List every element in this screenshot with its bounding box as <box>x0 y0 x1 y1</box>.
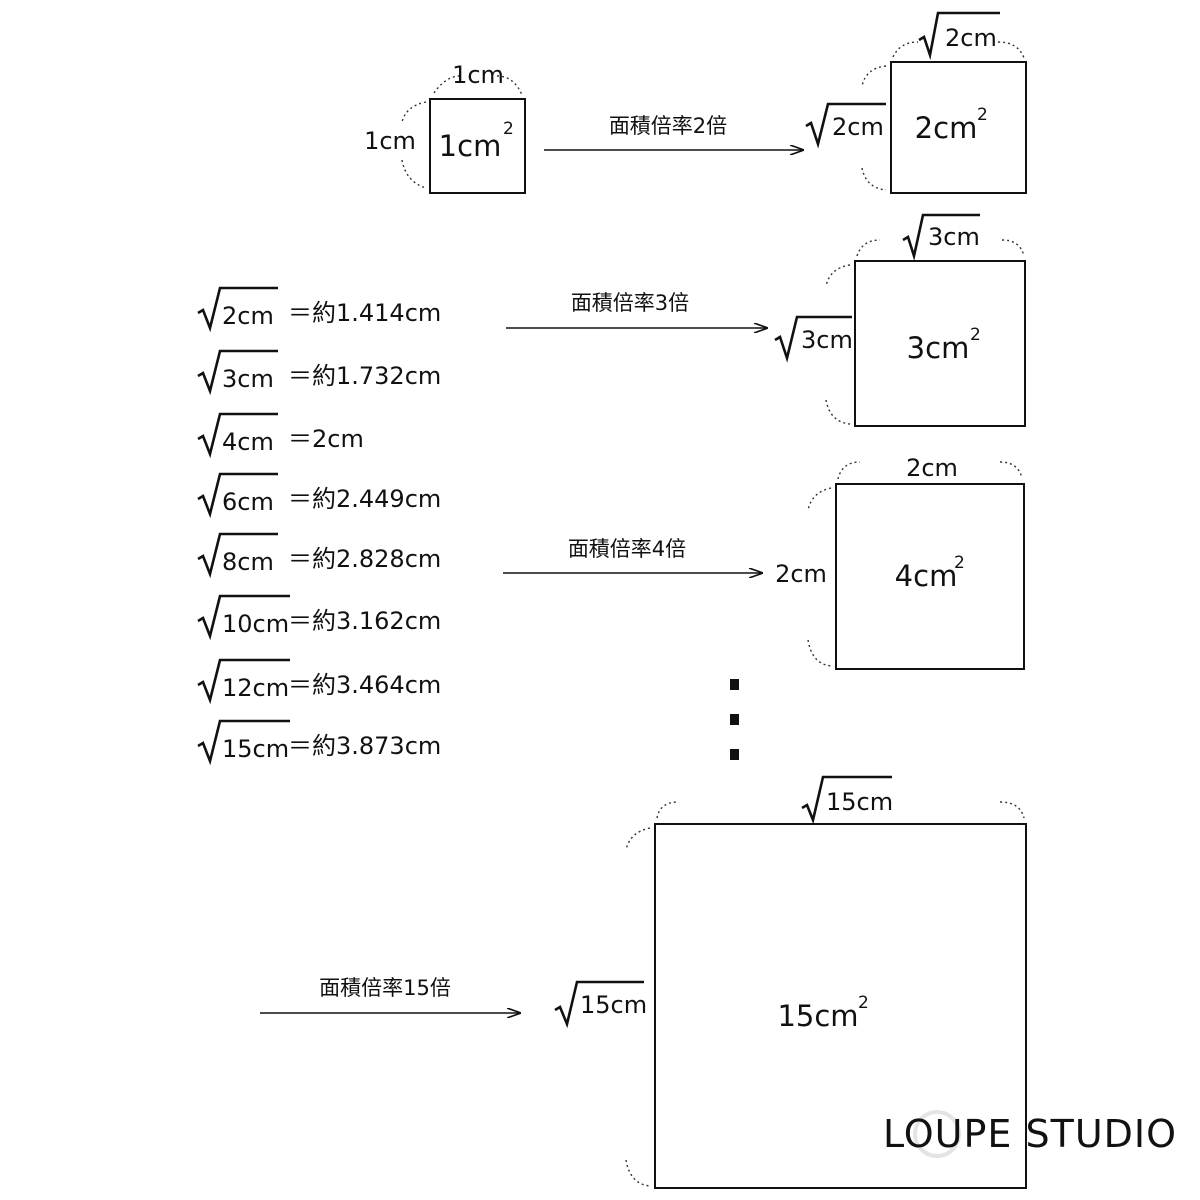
sqrt-approx-value: ＝約1.414cm <box>288 299 441 327</box>
sqrt-equation-row: 8cm ＝約2.828cm <box>197 532 441 579</box>
sqrt-approx-value: ＝約2.828cm <box>288 545 441 573</box>
sqrt-radicand: 4cm <box>222 428 274 456</box>
square-15cm-top-label: 15cm <box>826 788 893 816</box>
vertical-ellipsis-icon <box>730 679 739 760</box>
radical-sign-icon <box>197 412 278 459</box>
top-dim-curve <box>892 41 1025 59</box>
top-dim-curve <box>837 461 1023 480</box>
square-4cm-group: 2cm 2cm 4cm 2 <box>775 454 1025 670</box>
watermark-logo: LOUPE STUDIO <box>883 1110 1177 1158</box>
square-3cm-area: 3cm <box>907 331 970 365</box>
square-2cm-area: 2cm <box>915 111 978 145</box>
sqrt-radicand: 8cm <box>222 548 274 576</box>
left-dim-curve <box>401 101 427 189</box>
square-4cm-left-label: 2cm <box>775 560 827 588</box>
radical-sign-icon <box>197 532 278 579</box>
arrow-4x-group: 面積倍率4倍 <box>503 537 762 573</box>
square-2cm <box>890 61 1027 194</box>
watermark-text: LOUPE STUDIO <box>883 1112 1177 1156</box>
sqrt-approx-value: ＝約3.162cm <box>288 607 441 635</box>
radical-sign-icon <box>554 980 644 1029</box>
square-3cm-top-label: 3cm <box>928 223 980 251</box>
sqrt-equation-row: 10cm＝約3.162cm <box>197 594 441 641</box>
left-dim-curve <box>861 65 887 191</box>
arrow-3x-label: 面積倍率3倍 <box>571 291 689 315</box>
sqrt-radicand: 6cm <box>222 488 274 516</box>
square-1cm-top-label: 1cm <box>452 61 504 89</box>
square-1cm-area-exponent: 2 <box>503 119 514 139</box>
square-2cm-left-label: 2cm <box>832 113 884 141</box>
square-3cm <box>854 260 1026 427</box>
sqrt-radicand: 10cm <box>222 610 289 638</box>
radical-sign-icon <box>197 472 278 519</box>
sqrt-equation-row: 12cm＝約3.464cm <box>197 658 441 705</box>
top-dim-curve <box>656 801 1025 819</box>
sqrt-approx-value: ＝約1.732cm <box>288 362 441 390</box>
watermark-circle-icon <box>913 1110 961 1158</box>
sqrt-equation-row: 3cm ＝約1.732cm <box>197 349 441 396</box>
sqrt-approx-value: ＝約3.873cm <box>288 732 441 760</box>
square-4cm-area: 4cm <box>895 559 958 593</box>
sqrt-equation-row: 2cm ＝約1.414cm <box>197 286 441 333</box>
square-1cm <box>429 98 526 194</box>
square-3cm-area-exponent: 2 <box>970 325 981 345</box>
sqrt-approx-value: ＝約2.449cm <box>288 485 441 513</box>
sqrt-radicand: 12cm <box>222 674 289 702</box>
arrow-2x-group: 面積倍率2倍 <box>544 114 803 150</box>
sqrt-approx-value: ＝2cm <box>288 425 364 453</box>
arrow-2x-label: 面積倍率2倍 <box>609 114 727 138</box>
ellipsis-dot <box>730 679 739 690</box>
square-15cm <box>654 823 1027 1189</box>
arrow-15x-group: 面積倍率15倍 <box>260 976 520 1013</box>
ellipsis-dot <box>730 749 739 760</box>
square-4cm-area-exponent: 2 <box>954 553 965 573</box>
sqrt-approx-value: ＝約3.464cm <box>288 671 441 699</box>
square-3cm-left-label: 3cm <box>801 326 853 354</box>
square-15cm-area-exponent: 2 <box>858 993 869 1013</box>
sqrt-equation-row: 15cm＝約3.873cm <box>197 719 441 766</box>
arrow-15x-label: 面積倍率15倍 <box>319 976 451 1000</box>
radical-sign-icon <box>197 594 290 641</box>
sqrt-radicand: 3cm <box>222 365 274 393</box>
radical-sign-icon <box>902 213 980 262</box>
square-2cm-top-label: 2cm <box>945 24 997 52</box>
top-dim-curve <box>856 239 1025 257</box>
sqrt-radicand: 2cm <box>222 302 274 330</box>
radical-sign-icon <box>774 315 852 363</box>
square-3cm-group: 3cm 3cm 3cm 2 <box>774 213 1026 427</box>
square-15cm-group: 15cm 15cm 15cm 2 <box>554 775 1027 1189</box>
square-4cm <box>835 483 1025 670</box>
radical-sign-icon <box>801 775 892 825</box>
square-15cm-area: 15cm <box>777 999 858 1033</box>
sqrt-equation-list: 2cm ＝約1.414cm 3cm ＝約1.732cm 4cm ＝2cm 6cm ＝約2.44… <box>197 286 441 766</box>
square-2cm-group: 2cm 2cm 2cm 2 <box>805 11 1027 194</box>
top-dim-curve <box>433 75 523 96</box>
square-1cm-group: 1cm 1cm 1cm 2 <box>364 61 526 194</box>
square-1cm-left-label: 1cm <box>364 127 416 155</box>
radical-sign-icon <box>197 349 278 396</box>
radical-sign-icon <box>805 102 886 149</box>
radical-sign-icon <box>197 719 290 766</box>
radical-sign-icon <box>197 658 290 705</box>
left-dim-curve <box>625 827 651 1187</box>
left-dim-curve <box>825 264 851 425</box>
square-15cm-left-label: 15cm <box>580 991 647 1019</box>
arrow-4x-label: 面積倍率4倍 <box>568 537 686 561</box>
radical-sign-icon <box>918 11 1000 61</box>
square-4cm-top-label: 2cm <box>906 454 958 482</box>
sqrt-radicand: 15cm <box>222 735 289 763</box>
sqrt-equation-row: 6cm ＝約2.449cm <box>197 472 441 519</box>
sqrt-equation-row: 4cm ＝2cm <box>197 412 364 459</box>
square-2cm-area-exponent: 2 <box>977 105 988 125</box>
arrow-3x-group: 面積倍率3倍 <box>506 291 767 328</box>
square-1cm-area: 1cm <box>439 129 502 163</box>
left-dim-curve <box>807 487 832 667</box>
ellipsis-dot <box>730 714 739 725</box>
radical-sign-icon <box>197 286 278 333</box>
